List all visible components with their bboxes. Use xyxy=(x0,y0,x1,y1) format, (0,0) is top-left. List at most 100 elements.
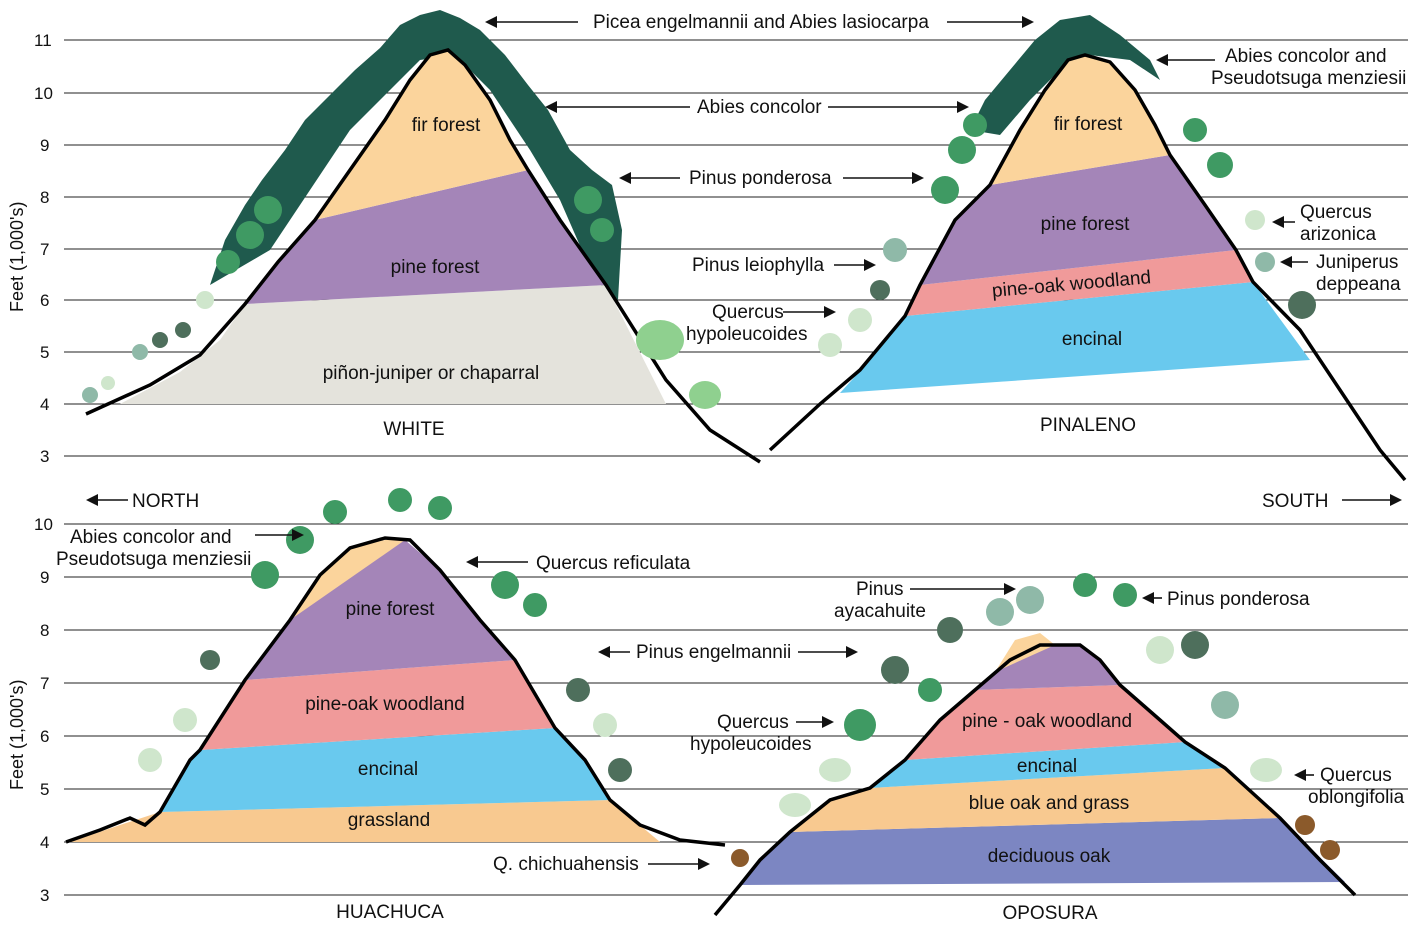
tick-label: 4 xyxy=(40,395,49,414)
zone-grassland xyxy=(70,800,660,842)
label-pinus-ponderosa-bottom: Pinus ponderosa xyxy=(1167,589,1310,610)
zone-pine-oak xyxy=(905,685,1185,760)
trees xyxy=(731,573,1340,867)
zone-blue-oak-grass xyxy=(790,768,1280,832)
trees xyxy=(818,113,1316,357)
zone-pinon-juniper xyxy=(120,285,666,404)
tick-label: 5 xyxy=(40,343,49,362)
zone-encinal xyxy=(870,742,1225,788)
mountain-name: OPOSURA xyxy=(1002,903,1097,924)
zone-label: pine forest xyxy=(391,257,480,278)
tick-label: 4 xyxy=(40,833,49,852)
label-quercus-hypo-bottom-2: hypoleucoides xyxy=(690,734,811,755)
label-pinus-engelmannii: Pinus engelmannii xyxy=(636,642,791,663)
tick-label: 6 xyxy=(40,727,49,746)
tick-label: 7 xyxy=(40,240,49,259)
tick-label: 3 xyxy=(40,447,49,466)
tick-label: 7 xyxy=(40,674,49,693)
tick-label: 9 xyxy=(40,136,49,155)
label-abies-concolor: Abies concolor xyxy=(697,97,822,118)
tick-label: 10 xyxy=(34,84,53,103)
tick-label: 8 xyxy=(40,621,49,640)
zone-label: blue oak and grass xyxy=(969,793,1130,814)
label-huachuca-abies-2: Pseudotsuga menziesii xyxy=(56,549,251,570)
label-picea: Picea engelmannii and Abies lasiocarpa xyxy=(593,12,929,33)
mountain-profile xyxy=(713,643,1357,917)
label-quercus-oblongifolia-1: Quercus xyxy=(1320,765,1392,786)
conifer-band xyxy=(210,10,622,300)
south-label: SOUTH xyxy=(1262,491,1329,512)
direction-south: SOUTH xyxy=(1262,491,1402,512)
tick-label: 8 xyxy=(40,188,49,207)
zone-pine-oak xyxy=(905,250,1253,316)
mountain-name: HUACHUCA xyxy=(336,902,444,923)
zone-deciduous-oak xyxy=(740,818,1345,885)
label-juniperus-1: Juniperus xyxy=(1316,252,1398,273)
zone-label: fir forest xyxy=(1054,114,1123,135)
zone-pine-forest xyxy=(920,155,1236,285)
tick-label: 6 xyxy=(40,291,49,310)
species-labels: Picea engelmannii and Abies lasiocarpa A… xyxy=(56,12,1406,875)
y-axis-title-top: Feet (1,000's) xyxy=(7,202,27,313)
zone-label: pine forest xyxy=(346,599,435,620)
label-pinus-ayacahuite-2: ayacahuite xyxy=(834,601,926,622)
label-huachuca-abies-1: Abies concolor and xyxy=(70,527,232,548)
mountain-name: WHITE xyxy=(383,419,444,440)
zone-fir-forest xyxy=(315,50,528,220)
mountain-pinaleno: fir forest pine forest pine-oak woodland… xyxy=(768,15,1407,482)
zone-fir-forest xyxy=(990,55,1170,185)
label-quercus-hypo-top-2: hypoleucoides xyxy=(686,324,807,345)
zone-label: pine-oak woodland xyxy=(305,694,465,715)
label-pinus-ayacahuite-1: Pinus xyxy=(856,579,904,600)
label-pinaleno-abies-1: Abies concolor and xyxy=(1225,46,1387,67)
zone-label: grassland xyxy=(348,810,430,831)
bottom-y-ticks: 10 9 8 7 6 5 4 3 xyxy=(34,515,53,905)
mountain-huachuca: pine forest pine-oak woodland encinal gr… xyxy=(65,488,726,923)
zone-label: encinal xyxy=(1017,756,1077,777)
zone-pine-forest xyxy=(245,540,515,680)
trees xyxy=(138,488,632,782)
label-quercus-oblongifolia-2: oblongifolia xyxy=(1308,787,1405,808)
label-pinus-ponderosa: Pinus ponderosa xyxy=(689,168,832,189)
tick-label: 5 xyxy=(40,780,49,799)
zone-label: pine - oak woodland xyxy=(962,711,1132,732)
zone-label: encinal xyxy=(1062,329,1122,350)
label-quercus-arizonica-2: arizonica xyxy=(1300,224,1376,245)
tick-label: 9 xyxy=(40,568,49,587)
y-axis-title-bottom: Feet (1,000's) xyxy=(7,680,27,791)
shrubs xyxy=(82,186,721,409)
label-quercus-hypo-bottom-1: Quercus xyxy=(717,712,789,733)
label-quercus-hypo-top-1: Quercus xyxy=(712,302,784,323)
tick-label: 11 xyxy=(34,31,52,50)
mountain-oposura: pine - oak woodland encinal blue oak and… xyxy=(713,573,1357,924)
zone-label: fir forest xyxy=(412,115,481,136)
direction-north: NORTH xyxy=(86,491,199,512)
mountain-profile xyxy=(768,53,1407,482)
top-y-ticks: 11 10 9 8 7 6 5 4 3 xyxy=(34,31,53,466)
conifer-band xyxy=(970,15,1160,135)
tick-label: 10 xyxy=(34,515,53,534)
mountain-white: fir forest pine forest piñon-juniper or … xyxy=(82,10,761,464)
zone-pine-forest xyxy=(245,170,606,304)
label-q-chihuahensis: Q. chichuahensis xyxy=(493,854,639,875)
mountain-profile xyxy=(85,48,761,464)
zone-fir xyxy=(290,540,405,620)
zone-label: deciduous oak xyxy=(988,846,1111,867)
tick-label: 3 xyxy=(40,886,49,905)
zone-encinal xyxy=(840,282,1310,393)
zone-pine-oak xyxy=(200,660,555,750)
label-pinaleno-abies-2: Pseudotsuga menziesii xyxy=(1211,68,1406,89)
zone-label: encinal xyxy=(358,759,418,780)
label-juniperus-2: deppeana xyxy=(1316,274,1401,295)
mountain-profile xyxy=(65,536,726,847)
label-pinus-leiophylla: Pinus leiophylla xyxy=(692,255,824,276)
zone-pine xyxy=(975,645,1120,690)
zone-label: pine forest xyxy=(1041,214,1130,235)
zone-encinal xyxy=(160,728,610,812)
zone-label: piñon-juniper or chaparral xyxy=(323,363,540,384)
label-quercus-reticulata: Quercus reficulata xyxy=(536,553,691,574)
north-label: NORTH xyxy=(132,491,199,512)
label-quercus-arizonica-1: Quercus xyxy=(1300,202,1372,223)
